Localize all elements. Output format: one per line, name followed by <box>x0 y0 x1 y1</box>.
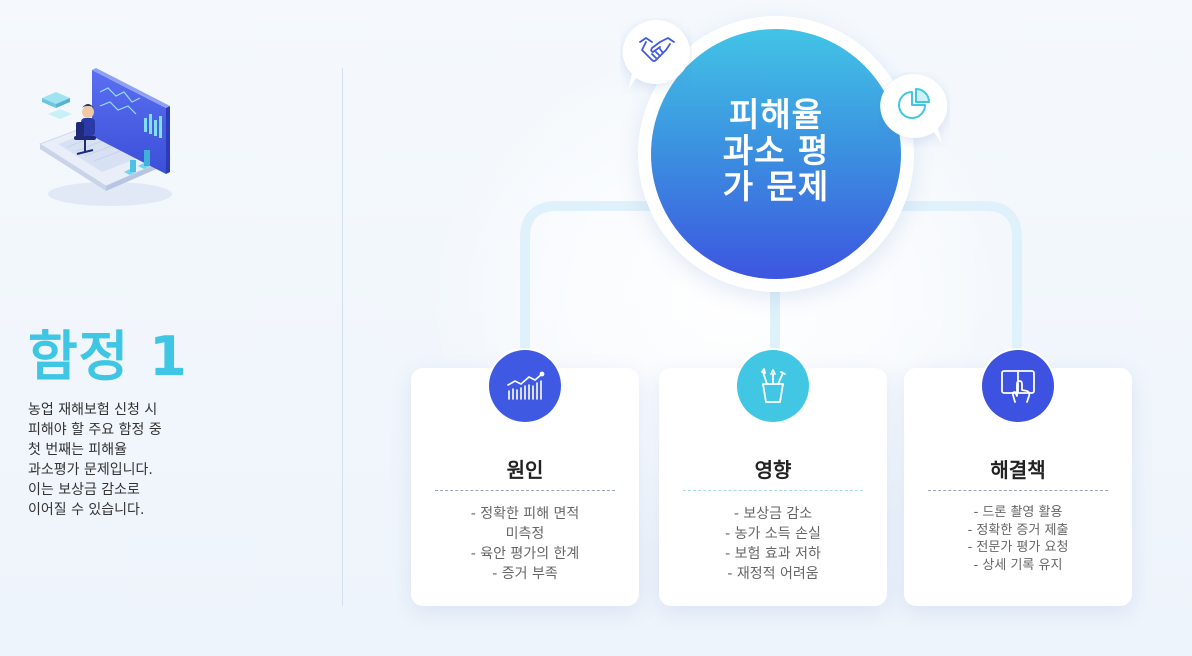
center-circle: 피해율 과소 평가 문제 <box>651 29 901 279</box>
card-list-item: - 증거 부족 <box>492 566 558 582</box>
card-list-item: - 보상금 감소 <box>733 506 813 522</box>
card-list-item: - 재정적 어려움 <box>727 566 819 582</box>
center-title: 피해율 과소 평가 문제 <box>722 95 830 206</box>
card-icon-badge <box>489 350 561 422</box>
card-list-item: - 정확한 증거 제출 <box>967 522 1069 538</box>
vertical-divider <box>342 68 343 606</box>
pie-chart-icon <box>898 88 930 119</box>
card-icon-ring <box>980 348 1056 424</box>
card-solution: 해결책 - 드론 촬영 활용 - 정확한 증거 제출 - 전문가 평가 요청 -… <box>904 348 1132 606</box>
pie-chart-bubble <box>878 72 950 144</box>
card-list-item: - 농가 소득 손실 <box>725 526 821 542</box>
handshake-icon <box>639 37 675 62</box>
card-list: - 정확한 피해 면적 미측정 - 육안 평가의 한계 - 증거 부족 <box>431 504 619 584</box>
card-list-item: 미측정 <box>505 526 545 542</box>
card-title: 원인 <box>506 458 544 482</box>
card-icon-ring <box>735 348 811 424</box>
analyst-laptop-illustration <box>38 68 172 206</box>
card-icon-ring <box>487 348 563 424</box>
card-list-item: - 보험 효과 저하 <box>725 546 821 562</box>
card-divider <box>928 490 1108 491</box>
trap-title: 함정 1 <box>28 325 188 388</box>
tablet-touch-icon <box>1001 370 1035 403</box>
card-list: - 보상금 감소 - 농가 소득 손실 - 보험 효과 저하 - 재정적 어려움 <box>679 504 867 584</box>
handshake-bubble <box>620 18 692 90</box>
card-list-item: - 상세 기록 유지 <box>973 557 1063 573</box>
card-title: 영향 <box>754 458 792 482</box>
pencil-cup-icon <box>761 368 786 403</box>
card-list-item: - 정확한 피해 면적 <box>470 506 580 522</box>
speech-bubble-shape <box>622 20 690 90</box>
card-icon-badge <box>737 350 809 422</box>
card-icon-badge <box>982 350 1054 422</box>
card-list-item: - 전문가 평가 요청 <box>967 540 1069 555</box>
bar-chart-icon <box>507 371 545 400</box>
speech-bubble-shape <box>880 74 948 144</box>
trap-description: 농업 재해보험 신청 시 피해야 할 주요 함정 중 첫 번째는 피해율 과소평… <box>28 402 162 518</box>
card-divider <box>435 490 615 491</box>
card-divider <box>683 490 863 491</box>
card-list: - 드론 촬영 활용 - 정확한 증거 제출 - 전문가 평가 요청 - 상세 … <box>924 504 1112 574</box>
card-list-item: - 육안 평가의 한계 <box>470 546 580 562</box>
card-impact: 영향 - 보상금 감소 - 농가 소득 손실 - 보험 효과 저하 - 재정적 … <box>659 348 887 606</box>
card-list-item: - 드론 촬영 활용 <box>973 505 1063 520</box>
card-cause: 원인 - 정확한 피해 면적 미측정 - 육안 평가의 한계 - 증거 부족 <box>411 348 639 606</box>
card-title: 해결책 <box>990 458 1046 482</box>
